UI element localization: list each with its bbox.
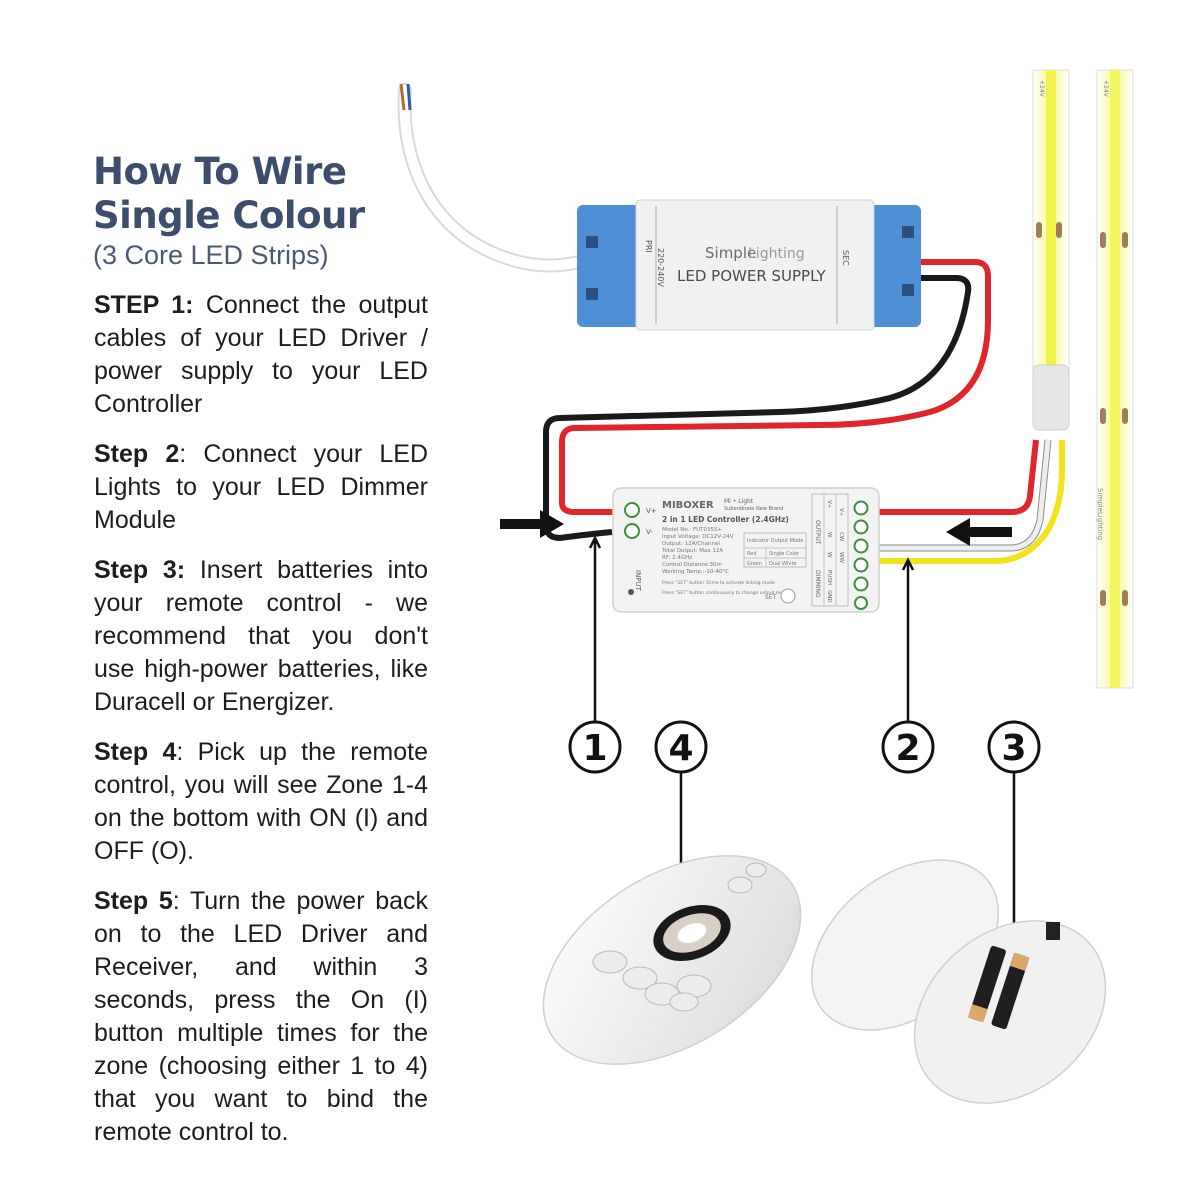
callout-3: 3: [987, 720, 1041, 774]
step-2-text: : Connect your LED Lights to your LED Di…: [94, 440, 428, 534]
indicator-dual: Dual White: [769, 561, 797, 567]
step-3-label: Step 3:: [94, 556, 186, 584]
set-button[interactable]: [780, 588, 796, 604]
psu-output-wires: [543, 259, 991, 541]
strip-2-voltage: +24V: [1102, 80, 1109, 98]
psu-pri: PRI: [644, 240, 653, 253]
note-1: Press "SET" button 1time to activate lin…: [662, 580, 775, 586]
callout-2-label: 2: [895, 728, 920, 769]
out-terminal-1: [853, 500, 869, 516]
indicator-red: Red: [747, 551, 757, 557]
psu-voltage: 220-240V: [656, 248, 665, 287]
mains-cable: [397, 83, 587, 273]
remote-zone-button-1[interactable]: [592, 950, 628, 974]
terminal-vminus: [624, 523, 640, 539]
input-arrow: [500, 510, 564, 538]
indicator-single: Single Color: [769, 551, 800, 557]
callout-4-label: 4: [668, 728, 693, 769]
output-label: OUTPUT: [814, 520, 821, 545]
out-terminal-2: [853, 519, 869, 535]
battery-2: [991, 953, 1029, 1030]
terminal-vminus-label: V-: [646, 528, 653, 536]
spec-output: Output: 12A/Channel: [662, 541, 720, 547]
indicator-green: Green: [747, 561, 762, 567]
output-arrow: [946, 518, 1012, 546]
strip-wires: [878, 439, 1065, 564]
input-label: INPUT: [634, 570, 642, 592]
spec-model: Model No.: FUT035S+: [662, 527, 723, 533]
spec-total: Total Output: Max 12A: [661, 548, 723, 554]
led-controller: V+ V- INPUT MIBOXER Mi • Light Subordina…: [612, 487, 880, 613]
remote-top-button-2[interactable]: [745, 862, 767, 878]
out-col2-cw: CW: [838, 532, 844, 542]
step-3-text: Insert batteries into your remote contro…: [94, 556, 428, 716]
note-2: Press "SET" button continuously to chang…: [662, 590, 789, 596]
controller-brand-sub: Mi • Light: [724, 498, 754, 505]
step-5: Step 5: Turn the power back on to the LE…: [94, 885, 428, 1149]
out-col2-vplus: V+: [838, 508, 844, 517]
set-label: SET: [765, 594, 777, 601]
psu-brand-simple: Simple: [705, 244, 756, 262]
remote-zone-button-2[interactable]: [622, 966, 658, 990]
out-terminal-6: [854, 596, 868, 610]
controller-brand-tag: Subordinate New Brand: [724, 506, 783, 512]
spec-input: Input Voltage: DC12V-24V: [662, 534, 734, 540]
remote-top-button[interactable]: [727, 876, 753, 894]
remote-control: [542, 855, 802, 1065]
out-col2-ww: WW: [838, 552, 844, 563]
steps-list: STEP 1: Connect the output cables of you…: [94, 289, 428, 1166]
title-line-2: Single Colour: [93, 194, 365, 237]
step-3: Step 3: Insert batteries into your remot…: [94, 554, 428, 719]
psu-sec: SEC: [841, 250, 850, 266]
callout-4: 4: [654, 720, 708, 774]
out-terminal-3: [853, 538, 869, 554]
psu-brand-lighting: Lighting: [748, 246, 805, 262]
remote-battery-compartment: [913, 920, 1107, 1104]
step-4-label: Step 4: [94, 738, 177, 766]
indicator-table: [743, 532, 807, 568]
spec-temp: Working Temp.:-10-40°C: [662, 569, 729, 575]
title-block: How To Wire Single Colour (3 Core LED St…: [93, 150, 513, 272]
title-line-1: How To Wire: [93, 150, 347, 193]
terminal-vplus: [624, 502, 640, 518]
step-5-text: : Turn the power back on to the LED Driv…: [94, 887, 429, 1146]
out-col1-push: PUSH: [826, 570, 832, 585]
led-strip-1: +24V: [1032, 69, 1070, 431]
strip-2-brand: SimpleLighting: [1096, 488, 1104, 540]
subtitle: (3 Core LED Strips): [93, 240, 329, 270]
step-2: Step 2: Connect your LED Lights to your …: [94, 438, 428, 537]
led-power-supply: Simple Lighting LED POWER SUPPLY PRI 220…: [577, 199, 921, 331]
callout-3-label: 3: [1001, 728, 1026, 769]
out-col1-gnd: GND: [826, 590, 832, 603]
spec-rf: RF: 2.4GHz: [662, 555, 692, 561]
out-col1-vplus: V+: [826, 500, 832, 509]
indicator-header: Indicator Output Mode: [747, 538, 803, 544]
dimming-label: DIMMING: [814, 570, 821, 598]
step-5-label: Step 5: [94, 887, 173, 915]
remote-on-button[interactable]: [669, 992, 699, 1012]
out-terminal-4: [853, 557, 869, 573]
controller-brand: MIBOXER: [662, 500, 714, 511]
controller-title: 2 in 1 LED Controller (2.4GHz): [662, 515, 789, 524]
step-2-label: Step 2: [94, 440, 180, 468]
psu-label: LED POWER SUPPLY: [677, 267, 826, 285]
terminal-vplus-label: V+: [646, 507, 657, 515]
step-1-label: STEP 1:: [94, 291, 194, 319]
spec-distance: Control Distance:30m: [662, 562, 722, 568]
step-1-text: Connect the output cables of your LED Dr…: [94, 291, 428, 418]
battery-1: [968, 945, 1006, 1022]
out-col1-w1: W: [826, 532, 832, 538]
step-4-text: : Pick up the remote control, you will s…: [94, 738, 428, 865]
led-strip-2: +24V SimpleLighting: [1096, 69, 1134, 689]
callout-1-label: 1: [582, 728, 607, 769]
out-col1-w2: W: [826, 552, 832, 558]
strip-1-voltage: +24V: [1038, 80, 1045, 98]
callout-1: 1: [568, 720, 622, 774]
out-terminal-5: [853, 576, 869, 592]
step-4: Step 4: Pick up the remote control, you …: [94, 736, 428, 868]
callout-2: 2: [881, 720, 935, 774]
step-1: STEP 1: Connect the output cables of you…: [94, 289, 428, 421]
